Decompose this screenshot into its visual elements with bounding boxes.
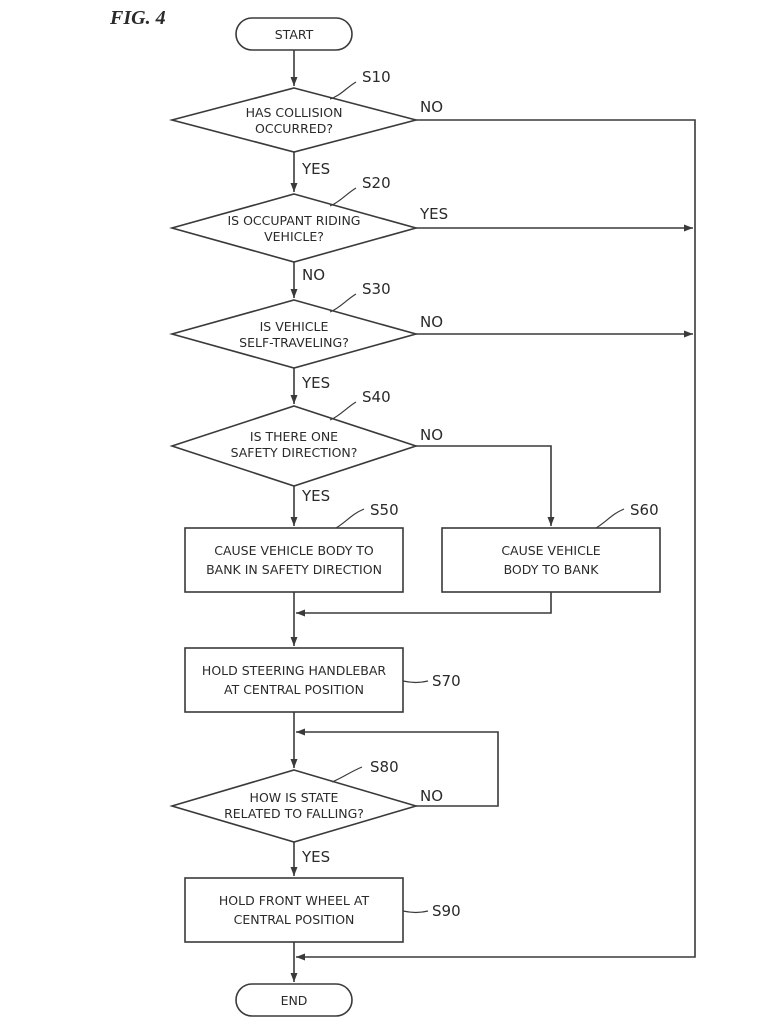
connector-s40-s60	[416, 445, 555, 526]
s10-leader	[329, 81, 357, 100]
s40-line-2: SAFETY DIRECTION?	[231, 445, 358, 460]
s60-line-2: BODY TO BANK	[504, 562, 600, 577]
connector-bypass-to-end	[296, 119, 696, 961]
figure-label: FIG. 4	[109, 7, 166, 29]
decision-s10: HAS COLLISION OCCURRED?	[168, 87, 420, 153]
s70-line-2: AT CENTRAL POSITION	[224, 682, 364, 697]
s10-branch-yes: YES	[301, 160, 330, 178]
start-terminal: START	[235, 17, 353, 51]
s10-line-2: OCCURRED?	[255, 121, 333, 136]
s80-line-1: HOW IS STATE	[250, 790, 339, 805]
process-s50: CAUSE VEHICLE BODY TO BANK IN SAFETY DIR…	[184, 527, 404, 593]
s20-line-1: IS OCCUPANT RIDING	[227, 213, 360, 228]
s30-leader	[329, 293, 357, 313]
s10-step-id: S10	[362, 68, 391, 86]
s60-line-1: CAUSE VEHICLE	[501, 543, 600, 558]
s80-branch-yes: YES	[301, 848, 330, 866]
process-s60: CAUSE VEHICLE BODY TO BANK	[441, 527, 661, 593]
end-label: END	[281, 993, 308, 1008]
s60-leader	[595, 508, 625, 529]
decision-s20: IS OCCUPANT RIDING VEHICLE?	[169, 193, 419, 263]
s90-line-1: HOLD FRONT WHEEL AT	[219, 893, 370, 908]
s60-step-id: S60	[630, 501, 659, 519]
connector-s80-loop	[296, 728, 499, 807]
s50-line-1: CAUSE VEHICLE BODY TO	[214, 543, 374, 558]
s20-line-2: VEHICLE?	[264, 229, 324, 244]
s30-line-2: SELF-TRAVELING?	[239, 335, 349, 350]
s40-line-1: IS THERE ONE	[250, 429, 338, 444]
s10-branch-no: NO	[420, 98, 443, 116]
s20-branch-yes: YES	[419, 205, 448, 223]
s30-branch-yes: YES	[301, 374, 330, 392]
s90-line-2: CENTRAL POSITION	[234, 912, 355, 927]
s50-step-id: S50	[370, 501, 399, 519]
s70-line-1: HOLD STEERING HANDLEBAR	[202, 663, 386, 678]
s30-branch-no: NO	[420, 313, 443, 331]
s20-step-id: S20	[362, 174, 391, 192]
decision-s30: IS VEHICLE SELF-TRAVELING?	[169, 299, 419, 369]
start-label: START	[275, 27, 314, 42]
s50-line-2: BANK IN SAFETY DIRECTION	[206, 562, 382, 577]
process-s70: HOLD STEERING HANDLEBAR AT CENTRAL POSIT…	[184, 647, 404, 713]
s10-line-1: HAS COLLISION	[246, 105, 343, 120]
s90-leader	[402, 910, 429, 914]
process-s90: HOLD FRONT WHEEL AT CENTRAL POSITION	[184, 877, 404, 943]
s40-branch-no: NO	[420, 426, 443, 444]
s40-branch-yes: YES	[301, 487, 330, 505]
decision-s80: HOW IS STATE RELATED TO FALLING?	[169, 769, 419, 843]
s90-step-id: S90	[432, 902, 461, 920]
s20-branch-no: NO	[302, 266, 325, 284]
s70-leader	[402, 680, 429, 684]
decision-s40: IS THERE ONE SAFETY DIRECTION?	[169, 405, 419, 487]
s40-leader	[329, 401, 357, 421]
s70-step-id: S70	[432, 672, 461, 690]
s40-step-id: S40	[362, 388, 391, 406]
s20-leader	[329, 187, 357, 207]
connector-s60-merge	[296, 592, 552, 617]
s50-leader	[335, 508, 365, 529]
s80-step-id: S80	[370, 758, 399, 776]
s80-leader	[331, 766, 363, 783]
end-terminal: END	[235, 983, 353, 1017]
s30-step-id: S30	[362, 280, 391, 298]
s80-line-2: RELATED TO FALLING?	[224, 806, 364, 821]
s30-line-1: IS VEHICLE	[260, 319, 329, 334]
s80-branch-no: NO	[420, 787, 443, 805]
